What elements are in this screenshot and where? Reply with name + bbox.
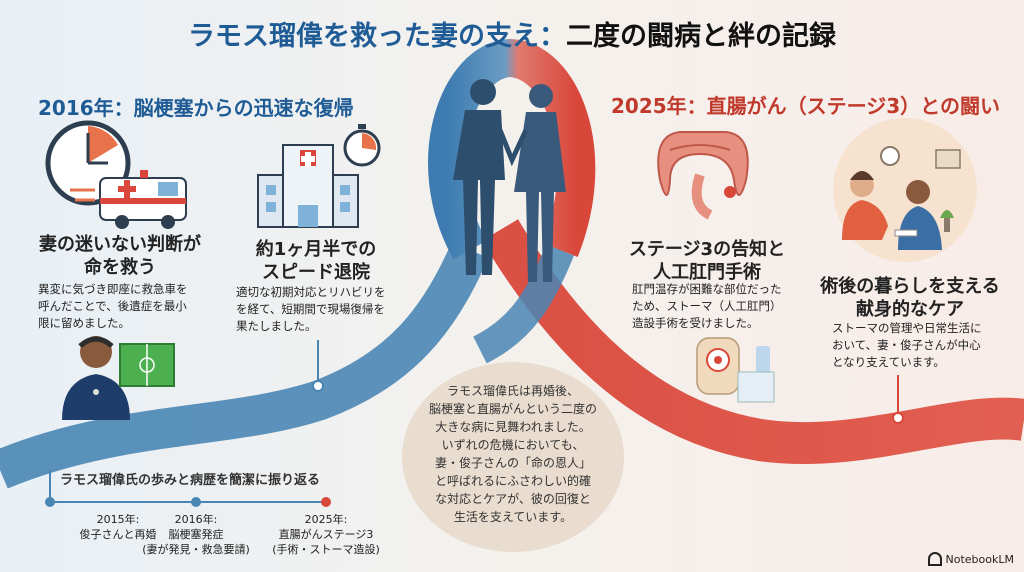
notebooklm-brand: NotebookLM <box>927 552 1014 566</box>
timeline-detail: (手術・ストーマ造設) <box>272 543 380 556</box>
care-scene-icon <box>833 118 977 262</box>
card-title-line: ステージ3の告知と <box>628 239 786 260</box>
notebooklm-logo-icon <box>927 552 942 566</box>
card-title-line: 献身的なケア <box>856 299 964 320</box>
story-line: と呼ばれるにふさわしい的確 <box>434 474 591 488</box>
card-wife-decision-desc: 異変に気づき即座に救急車を 呼んだことで、後遺症を最小 限に留めました。 <box>38 281 218 332</box>
card-wife-decision-title: 妻の迷いない判断が 命を救う <box>32 233 208 279</box>
timeline-year: 2016年: <box>174 513 218 526</box>
card-quick-discharge-title: 約1ヶ月半での スピード退院 <box>236 238 396 284</box>
stopwatch-icon <box>343 124 381 167</box>
desc-line: おいて、妻・俊子さんが中心 <box>832 338 981 352</box>
card-title-line: 妻の迷いない判断が <box>39 234 201 255</box>
desc-line: 肛門温存が困難な部位だった <box>632 282 782 296</box>
story-line: ラモス瑠偉氏は再婚後、 <box>446 384 579 398</box>
story-line: 妻・俊子さんの「命の恩人」 <box>434 456 591 470</box>
timeline-title: ラモス瑠偉氏の歩みと病歴を簡潔に振り返る <box>60 473 321 488</box>
desc-line: となり支えています。 <box>832 355 945 369</box>
desc-line: 適切な初期対応とリハビリを <box>236 285 386 299</box>
card-devoted-care-desc: ストーマの管理や日常生活に おいて、妻・俊子さんが中心 となり支えています。 <box>832 320 1012 371</box>
section-heading-2016: 2016年：脳梗塞からの迅速な復帰 <box>38 96 354 120</box>
coach-portrait-icon <box>62 336 130 420</box>
page-title: ラモス瑠偉を救った妻の支え：二度の闘病と絆の記録 <box>0 14 1024 53</box>
card-title-line: 術後の暮らしを支える <box>820 276 1000 297</box>
section-heading-2025: 2025年：直腸がん（ステージ3）との闘い <box>611 94 1000 118</box>
card-stage3-diagnosis-desc: 肛門温存が困難な部位だった ため、ストーマ（人工肛門） 造設手術を受けました。 <box>632 281 812 332</box>
desc-line: ストーマの管理や日常生活に <box>832 321 982 335</box>
timeline-event-2016: 2016年: 脳梗塞発症 (妻が発見・救急要請) <box>130 512 262 557</box>
card-title-line: 約1ヶ月半での <box>255 239 377 260</box>
timeline-year: 2025年: <box>304 513 348 526</box>
timeline-detail: 脳梗塞発症 <box>168 528 224 541</box>
story-line: 脳梗塞と直腸がんという二度の <box>428 402 597 416</box>
story-line: 生活を支えています。 <box>453 510 573 524</box>
desc-line: 限に留めました。 <box>38 316 130 330</box>
story-line: いずれの危機においても、 <box>441 438 585 452</box>
soccer-field-icon <box>119 343 175 387</box>
timeline-track <box>45 470 331 507</box>
desc-line: 造設手術を受けました。 <box>632 316 759 330</box>
card-devoted-care-title: 術後の暮らしを支える 献身的なケア <box>812 275 1008 321</box>
desc-line: 異変に気づき即座に救急車を <box>38 282 188 296</box>
timeline-detail: 俊子さんと再婚 <box>79 528 157 541</box>
title-sub: 二度の闘病と絆の記録 <box>566 21 836 52</box>
desc-line: ため、ストーマ（人工肛門） <box>632 299 782 313</box>
title-main: ラモス瑠偉を救った妻の支え <box>188 21 539 52</box>
story-line: な対応とケアが、彼の回復と <box>435 492 591 506</box>
story-text: ラモス瑠偉氏は再婚後、 脳梗塞と直腸がんという二度の 大きな病に見舞われました。… <box>418 382 608 526</box>
story-bubble <box>402 362 624 552</box>
colon-organ-icon <box>657 131 749 220</box>
timeline-detail: (妻が発見・救急要請) <box>142 543 250 556</box>
ambulance-icon <box>70 170 187 229</box>
card-stage3-diagnosis-title: ステージ3の告知と 人工肛門手術 <box>622 238 792 284</box>
stoma-supplies-icon <box>696 337 775 403</box>
timeline-event-2025: 2025年: 直腸がんステージ3 (手術・ストーマ造設) <box>258 512 394 557</box>
card-title-line: 人工肛門手術 <box>653 262 761 283</box>
timeline-year: 2015年: <box>96 513 140 526</box>
desc-line: を経て、短期間で現場復帰を <box>236 302 385 316</box>
desc-line: 果たしました。 <box>236 319 317 333</box>
card-title-line: スピード退院 <box>262 262 370 283</box>
desc-line: 呼んだことで、後遺症を最小 <box>38 299 187 313</box>
hospital-icon <box>257 144 359 228</box>
card-title-line: 命を救う <box>84 257 156 278</box>
couple-silhouette-icon <box>453 79 566 282</box>
timeline-detail: 直腸がんステージ3 <box>278 528 374 541</box>
card-quick-discharge-desc: 適切な初期対応とリハビリを を経て、短期間で現場復帰を 果たしました。 <box>236 284 411 335</box>
story-line: 大きな病に見舞われました。 <box>435 420 591 434</box>
timeline-event-2015: 2015年: 俊子さんと再婚 <box>58 512 178 542</box>
brand-label: NotebookLM <box>945 552 1014 566</box>
title-separator: ： <box>539 21 566 52</box>
